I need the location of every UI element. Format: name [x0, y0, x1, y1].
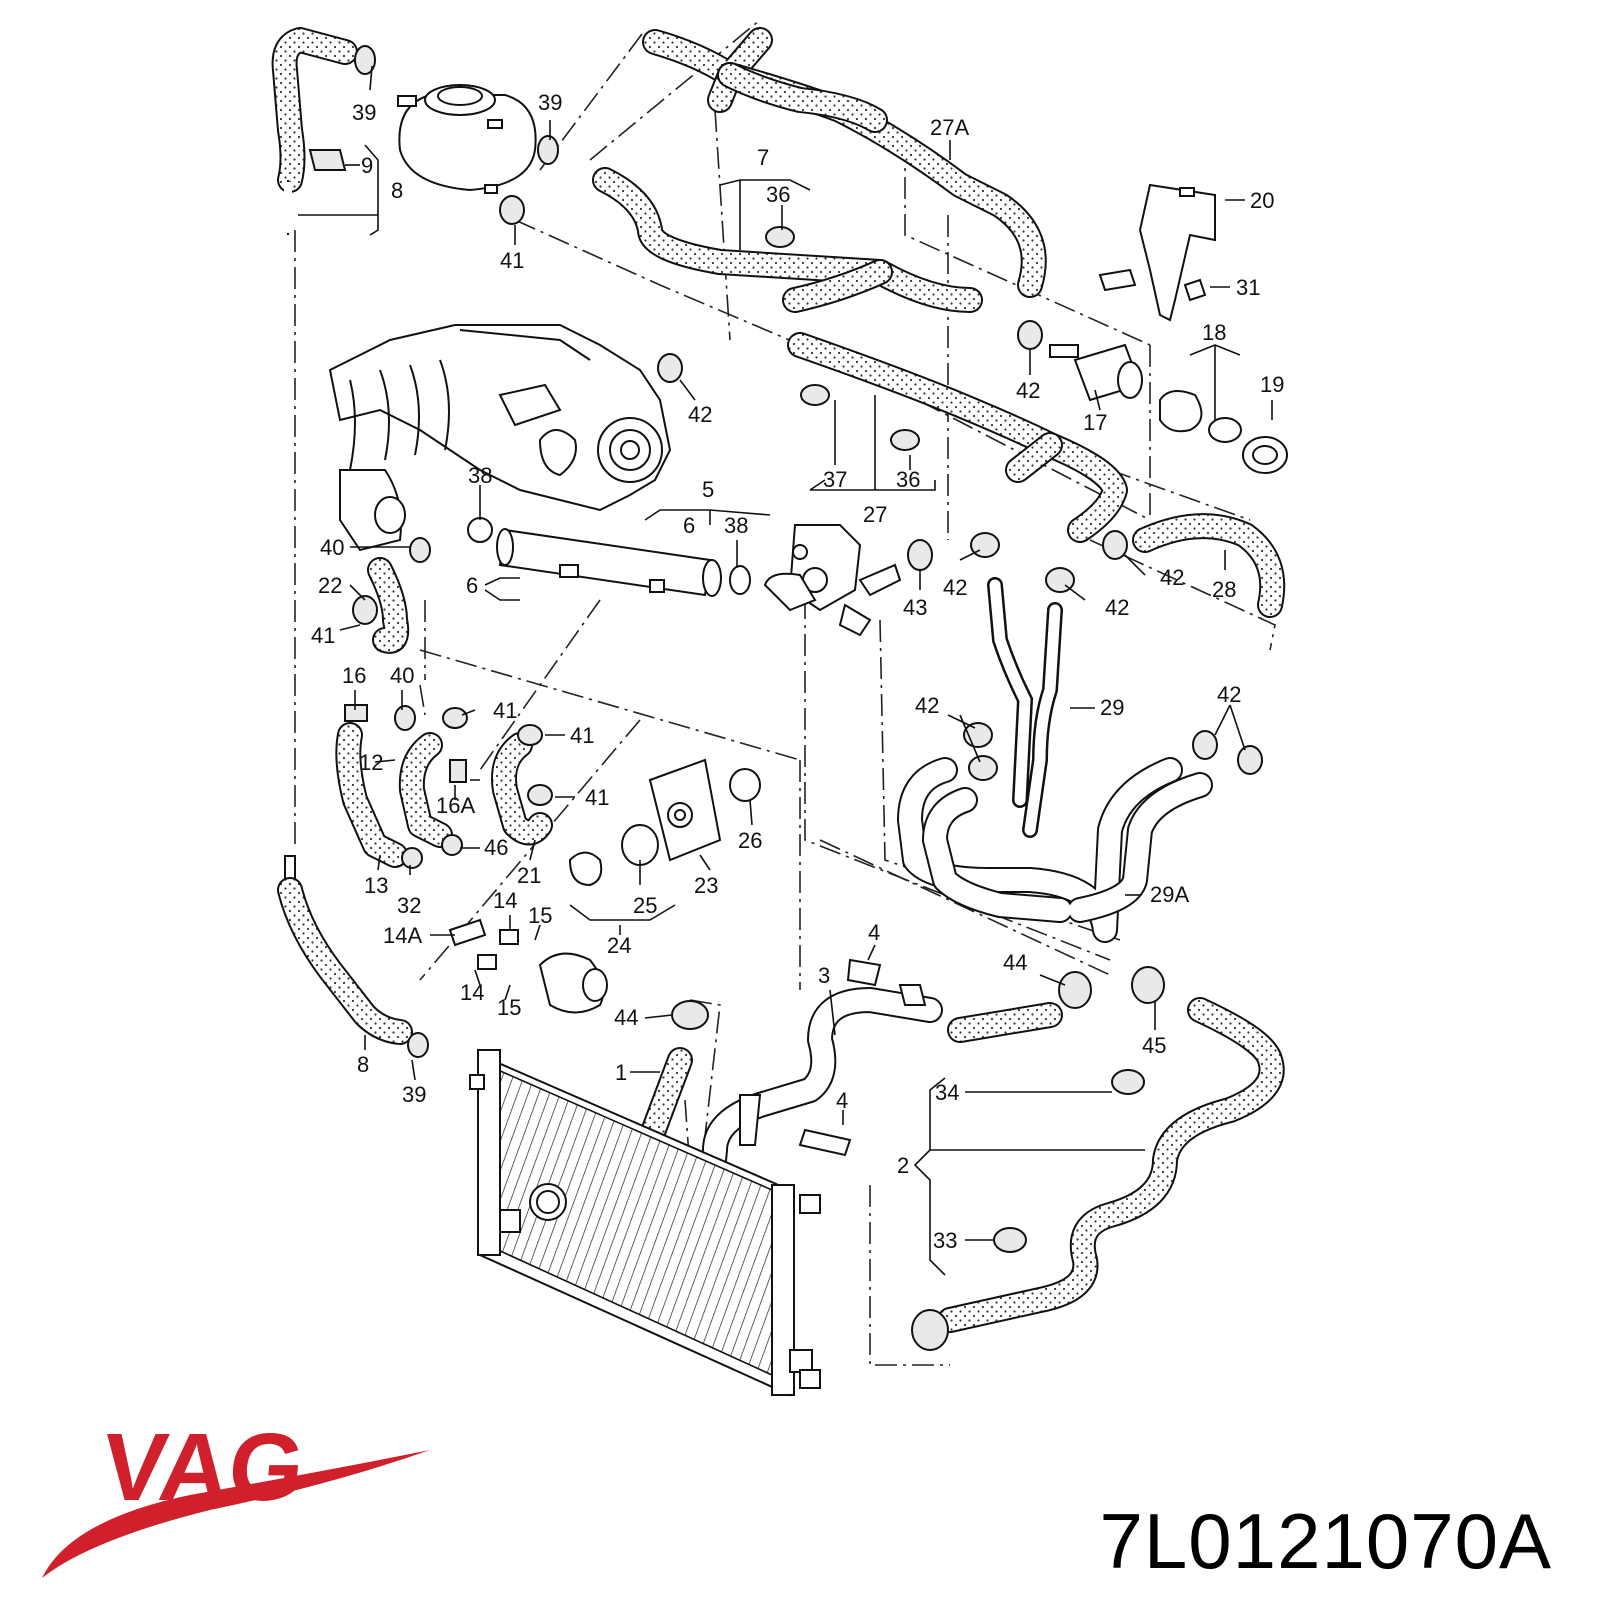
- callout-4: 4: [868, 920, 880, 945]
- callout-38: 38: [724, 513, 748, 538]
- radiator: [469, 1049, 821, 1397]
- callout-42: 42: [1217, 682, 1241, 707]
- callout-9: 9: [361, 153, 373, 178]
- callout-27A: 27A: [930, 115, 969, 140]
- callout-41: 41: [311, 623, 335, 648]
- callout-27: 27: [863, 502, 887, 527]
- leader-lines: [298, 65, 1273, 1276]
- callout-14: 14: [493, 888, 517, 913]
- callout-1: 1: [615, 1060, 627, 1085]
- callout-29A: 29A: [1150, 882, 1189, 907]
- callout-16A: 16A: [436, 793, 475, 818]
- engine-block: [328, 324, 672, 552]
- callout-42: 42: [688, 402, 712, 427]
- callout-8: 8: [391, 178, 403, 203]
- callout-43: 43: [903, 595, 927, 620]
- callout-2: 2: [897, 1153, 909, 1178]
- callout-31: 31: [1236, 275, 1260, 300]
- callout-36: 36: [766, 182, 790, 207]
- oil-filter-flange-24: [448, 918, 608, 1014]
- oil-cooler-23: [568, 758, 761, 887]
- callout-46: 46: [484, 835, 508, 860]
- assembly-lines: [294, 19, 1276, 1366]
- part-number: 7L0121070A: [1099, 1497, 1552, 1585]
- vag-logo-text: VAG: [97, 1414, 309, 1521]
- callout-12: 12: [359, 750, 383, 775]
- callout-22: 22: [318, 573, 342, 598]
- pump-17: [1049, 343, 1288, 474]
- callout-39: 39: [402, 1082, 426, 1107]
- callout-29: 29: [1100, 695, 1124, 720]
- callout-32: 32: [397, 893, 421, 918]
- callout-6: 6: [683, 513, 695, 538]
- callout-15: 15: [528, 903, 552, 928]
- callout-39: 39: [352, 100, 376, 125]
- callout-36: 36: [896, 467, 920, 492]
- callout-44: 44: [614, 1005, 638, 1030]
- callout-39: 39: [538, 90, 562, 115]
- vag-logo: VAG: [42, 1414, 430, 1578]
- callout-14: 14: [460, 980, 484, 1005]
- clamps: [308, 45, 1263, 1351]
- callout-37: 37: [823, 467, 847, 492]
- callout-28: 28: [1212, 577, 1236, 602]
- callout-41: 41: [493, 698, 517, 723]
- callout-20: 20: [1250, 188, 1274, 213]
- callout-14A: 14A: [383, 923, 422, 948]
- coolant-pipe-5: [467, 517, 751, 597]
- callout-34: 34: [935, 1080, 959, 1105]
- callout-5: 5: [702, 477, 714, 502]
- callout-23: 23: [694, 873, 718, 898]
- callout-44: 44: [1003, 950, 1027, 975]
- callout-40: 40: [390, 663, 414, 688]
- callout-42: 42: [943, 575, 967, 600]
- callout-15: 15: [497, 995, 521, 1020]
- callout-labels: 39 39 9 8 41 7 36 27A 20 31 18 19 42 42 …: [311, 90, 1284, 1253]
- callout-19: 19: [1260, 372, 1284, 397]
- callout-33: 33: [933, 1228, 957, 1253]
- callout-13: 13: [364, 873, 388, 898]
- callout-7: 7: [757, 145, 769, 170]
- callout-41: 41: [500, 248, 524, 273]
- callout-18: 18: [1202, 320, 1226, 345]
- callout-41: 41: [570, 723, 594, 748]
- callout-25: 25: [633, 893, 657, 918]
- expansion-tank: [397, 84, 537, 194]
- callout-42: 42: [915, 693, 939, 718]
- callout-24: 24: [607, 933, 631, 958]
- callout-26: 26: [738, 828, 762, 853]
- callout-40: 40: [320, 535, 344, 560]
- flange-43: [763, 524, 902, 637]
- callout-6: 6: [466, 573, 478, 598]
- bracket-20: [1098, 183, 1216, 322]
- callout-3: 3: [818, 963, 830, 988]
- callout-16: 16: [342, 663, 366, 688]
- callout-42: 42: [1016, 378, 1040, 403]
- callout-21: 21: [517, 863, 541, 888]
- callout-45: 45: [1142, 1033, 1166, 1058]
- callout-17: 17: [1083, 410, 1107, 435]
- callout-8: 8: [357, 1052, 369, 1077]
- callout-42: 42: [1105, 595, 1129, 620]
- callout-42: 42: [1160, 565, 1184, 590]
- callout-38: 38: [468, 463, 492, 488]
- callout-4: 4: [836, 1088, 848, 1113]
- callout-41: 41: [585, 785, 609, 810]
